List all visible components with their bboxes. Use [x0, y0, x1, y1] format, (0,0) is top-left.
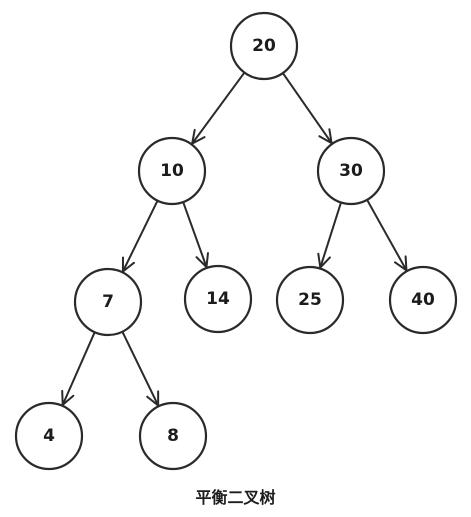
node-label: 4: [43, 426, 55, 446]
node-label: 14: [206, 289, 230, 309]
node-circle: [14, 401, 84, 471]
node-circle: [137, 136, 207, 206]
node-circle: [73, 267, 143, 337]
node-circle: [229, 11, 299, 81]
edge-n30-n40: [366, 199, 408, 272]
node-label: 7: [102, 292, 114, 312]
edge-n7-n8: [121, 331, 160, 407]
tree-node-10: 10: [137, 136, 207, 206]
tree-node-8: 8: [138, 401, 208, 471]
tree-node-4: 4: [14, 401, 84, 471]
edge-n20-n30: [282, 72, 333, 145]
nodes-layer: 20 10 30 7 14 25 40 4 8: [14, 11, 458, 471]
binary-tree-diagram: 20 10 30 7 14 25 40 4 8: [14, 11, 458, 471]
node-label: 30: [339, 161, 363, 181]
tree-node-7: 7: [73, 267, 143, 337]
edge-line: [282, 72, 333, 144]
edges-layer: [61, 71, 408, 407]
edge-n10-n14: [182, 201, 209, 269]
node-label: 20: [252, 36, 276, 56]
edge-line: [191, 71, 246, 145]
edge-line: [319, 202, 342, 268]
tree-node-20: 20: [229, 11, 299, 81]
node-circle: [138, 401, 208, 471]
edge-n20-n10: [191, 71, 246, 145]
node-circle: [316, 136, 386, 206]
edge-line: [366, 199, 408, 271]
edge-line: [182, 201, 208, 268]
node-label: 40: [411, 290, 435, 310]
arrow-head-icon: [318, 128, 333, 145]
tree-node-25: 25: [275, 265, 345, 335]
diagram-caption: 平衡二叉树: [195, 488, 276, 507]
node-label: 8: [167, 426, 179, 446]
node-label: 10: [160, 161, 184, 181]
node-circle: [183, 264, 253, 334]
edge-n10-n7: [121, 200, 159, 273]
node-label: 25: [298, 290, 322, 310]
node-circle: [388, 265, 458, 335]
edge-line: [61, 331, 96, 406]
tree-node-30: 30: [316, 136, 386, 206]
edge-n7-n4: [61, 331, 96, 406]
tree-node-14: 14: [183, 264, 253, 334]
edge-n30-n25: [317, 202, 342, 269]
tree-node-40: 40: [388, 265, 458, 335]
node-circle: [275, 265, 345, 335]
edge-line: [122, 200, 159, 272]
edge-line: [121, 331, 160, 406]
